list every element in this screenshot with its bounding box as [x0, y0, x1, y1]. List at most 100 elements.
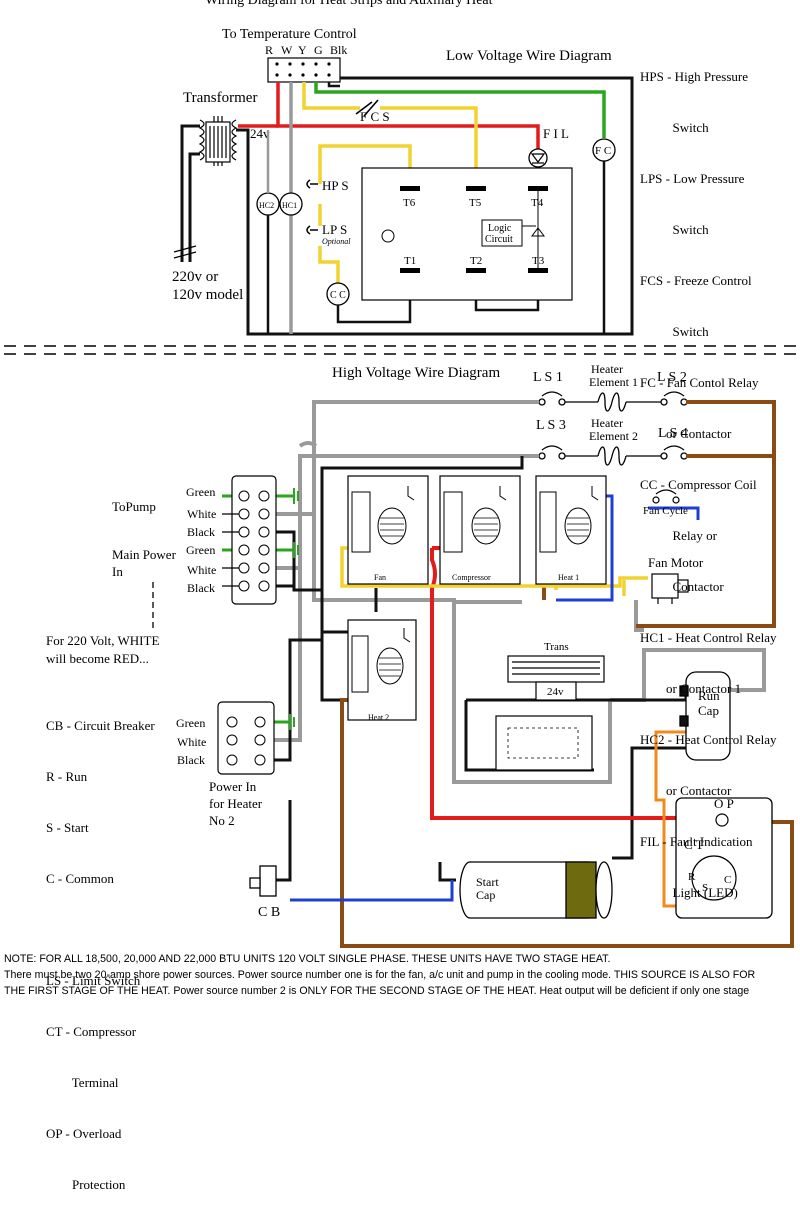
fan-motor-label: Fan Motor [648, 555, 704, 570]
hps-label: HP S [322, 178, 349, 193]
legend-top-line: LPS - Low Pressure [640, 171, 745, 186]
low-voltage-title: Low Voltage Wire Diagram [446, 48, 612, 64]
board-terminals [400, 186, 548, 273]
footer-note: NOTE: FOR ALL 18,500, 20,000 AND 22,000 … [4, 951, 798, 999]
heater-element-1-icon [597, 392, 627, 412]
heater-element-2-icon [597, 446, 627, 466]
terminal-t2: T2 [470, 255, 482, 267]
relay-compressor-label: Compressor [452, 573, 491, 582]
ls1-label: L S 1 [533, 370, 563, 385]
fcs-label: F C S [360, 109, 390, 124]
terminal-letter-r: R [265, 43, 273, 57]
fan-cycle-label: Fan Cycle [643, 505, 688, 517]
heater1-label-2: Element 1 [589, 375, 638, 389]
legend-top-line: or Contactor [640, 426, 732, 441]
supply-label-1: 220v or [172, 269, 218, 285]
fan-motor-icon [651, 573, 689, 604]
hps-switch-symbol [306, 179, 318, 189]
heater2-label-2: Element 2 [589, 429, 638, 443]
heater2-terminal-block [217, 701, 275, 775]
hc-relays [256, 130, 303, 334]
terminal-letter-blk: Blk [330, 43, 347, 57]
relay-compressor [439, 475, 521, 585]
legend-top: HPS - High Pressure Switch LPS - Low Pre… [640, 34, 776, 918]
main-terminal-screws [238, 490, 270, 592]
green-wire-g [314, 82, 606, 138]
lps-switch-symbol [306, 225, 318, 235]
terminal-t5: T5 [469, 197, 482, 209]
legend-top-line: or Contactor 1 [640, 681, 742, 696]
transformer-symbol [198, 116, 238, 166]
hv-control-board-inner [507, 727, 579, 759]
ls4-label: L S 4 [658, 426, 688, 441]
hc1-label: HC1 [282, 201, 297, 210]
trans-label: Trans [544, 641, 569, 653]
terminal-screws [275, 62, 331, 77]
ct-terminal-ring [691, 855, 737, 901]
high-voltage-title: High Voltage Wire Diagram [332, 365, 500, 381]
relay-fan-label: Fan [374, 573, 386, 582]
relay-heat1 [535, 475, 607, 585]
thermostat-terminal-block [267, 57, 341, 83]
legend-top-line: Switch [640, 222, 709, 237]
heater2-label-1: Heater [591, 416, 623, 430]
fc-relay-icon [592, 138, 616, 162]
fc-label: F C [595, 145, 611, 157]
relay-fan [347, 475, 429, 585]
legend-top-line: Light (LED) [640, 885, 738, 900]
limit-switch-icons [538, 391, 688, 460]
start-cap-icon [459, 861, 613, 919]
low-voltage-section: To Temperature Control R W Y G Blk Low V… [172, 27, 634, 336]
transformer-label: Transformer [183, 90, 257, 106]
wire-label-white-3: White [177, 735, 206, 749]
transformer-24v-label: 24v [250, 126, 270, 141]
main-power-label-2: In [112, 564, 123, 579]
legend-top-line: HC2 - Heat Control Relay [640, 732, 777, 747]
terminal-t3: T3 [532, 255, 545, 267]
start-cap-label-1: Start [476, 875, 499, 889]
legend-bottom-line: CB - Circuit Breaker [46, 718, 155, 733]
legend-top-line: or Contactor [640, 783, 732, 798]
legend-top-line: CC - Compressor Coil [640, 477, 757, 492]
r-label: R [688, 871, 696, 883]
legend-top-line: HPS - High Pressure [640, 69, 748, 84]
wire-label-green-2: Green [186, 543, 215, 557]
board-internal-wires [520, 191, 545, 268]
legend-top-line: FCS - Freeze Control [640, 273, 752, 288]
legend-bottom-line: Protection [46, 1177, 126, 1192]
high-voltage-section: High Voltage Wire Diagram L S 1 L S 2 L … [46, 362, 794, 948]
terminal-t4: T4 [531, 197, 544, 209]
legend-top-line: Relay or [640, 528, 717, 543]
legend-top-line: Switch [640, 324, 709, 339]
relay-heat2-label: Heat 2 [368, 713, 389, 722]
wire-label-black-2: Black [187, 581, 215, 595]
logic-label-2: Circuit [485, 234, 513, 245]
supply-label-2: 120v model [172, 287, 243, 303]
wire-label-white-1: White [187, 507, 216, 521]
yellow-wire-y [302, 82, 478, 284]
run-cap-label-1: Run [698, 688, 720, 703]
power-heater-label-2: for Heater [209, 796, 263, 811]
note-line: There must be two 20-amp shore power sou… [4, 969, 756, 981]
legend-top-line: HC1 - Heat Control Relay [640, 630, 777, 645]
wire-label-black-3: Black [177, 753, 205, 767]
supply-break-mark [173, 245, 197, 259]
wire-label-green-1: Green [186, 485, 215, 499]
header-fragment: Wiring Diagram for Heat Strips and Auxil… [205, 0, 493, 8]
fil-label: F I L [543, 126, 569, 141]
board-mount-hole [381, 229, 395, 243]
fcs-switch-symbol [355, 99, 379, 117]
op-label: O P [714, 796, 734, 811]
fan-cycle-switch-icon [652, 489, 680, 504]
fil-led-icon [528, 148, 548, 168]
run-cap-label-2: Cap [698, 703, 719, 718]
low-voltage-frame [236, 76, 634, 336]
volt-note-line-1: For 220 Volt, WHITE [46, 633, 159, 648]
circuit-breaker-icon [249, 865, 277, 897]
ct-label: C T [684, 837, 704, 852]
op-terminal-icon [715, 813, 729, 827]
legend-bottom-line: C - Common [46, 871, 114, 886]
volt-note-line-2: will become RED... [46, 651, 149, 666]
wiring-diagram: Wiring Diagram for Heat Strips and Auxil… [4, 0, 798, 948]
start-cap-label-2: Cap [476, 888, 495, 902]
